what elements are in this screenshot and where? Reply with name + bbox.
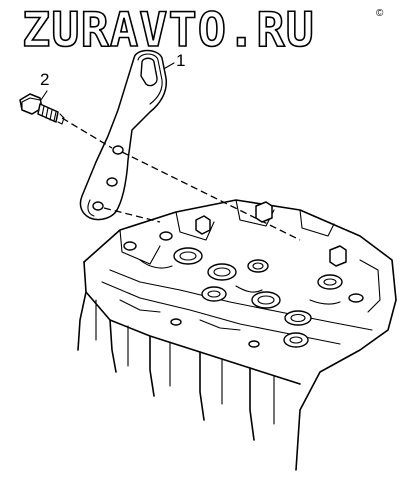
- bolt: [19, 93, 65, 125]
- head-studs: [123, 201, 364, 348]
- watermark-copyright-mark: ©: [376, 8, 384, 19]
- callout-number-bolt: 2: [40, 70, 49, 89]
- lifting-bracket: [79, 49, 168, 221]
- leader-line-bolt: [40, 90, 48, 101]
- callout-number-bracket: 1: [176, 51, 185, 70]
- watermark-text: ZURAVTO.RU: [22, 3, 315, 58]
- valve-bores: [173, 247, 343, 348]
- assembly-line-bracket-upper: [121, 151, 301, 241]
- assembly-line-bolt: [61, 117, 113, 149]
- cylinder-head: [77, 199, 397, 471]
